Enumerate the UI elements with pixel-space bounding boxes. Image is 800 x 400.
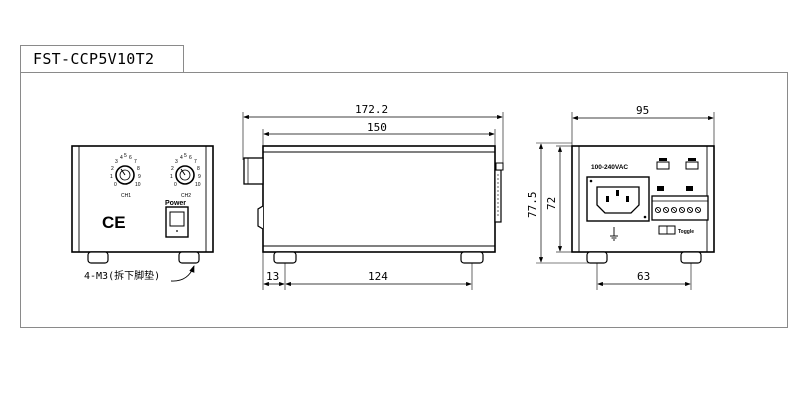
dim-label-foot-offset: 13	[266, 270, 279, 283]
dial-mark: 2	[111, 166, 114, 172]
dial-mark: 0	[174, 182, 177, 188]
dial-mark: 3	[175, 159, 178, 165]
foot	[680, 251, 702, 264]
voltage-label: 100-240VAC	[591, 164, 628, 171]
dial-mark: 8	[197, 166, 200, 172]
ground-icon	[610, 227, 618, 241]
dial-mark: 7	[194, 159, 197, 165]
dim-label-body-length: 150	[367, 121, 387, 134]
dim-label-foot-spacing: 124	[368, 270, 388, 283]
side-view: 172.2 150 13 124	[242, 103, 504, 290]
foot-callout: 4-M3(拆下脚垫)	[84, 269, 160, 282]
dial-mark: 6	[189, 155, 192, 161]
output-connector	[656, 161, 670, 170]
foot	[178, 251, 200, 264]
dial-mark: 4	[180, 155, 183, 161]
foot	[460, 251, 484, 264]
knob-ch2	[175, 165, 195, 185]
dial-mark: 1	[170, 174, 173, 180]
dial-mark: 7	[134, 159, 137, 165]
knob-ch1	[115, 165, 135, 185]
dial-mark: 0	[114, 182, 117, 188]
power-rocker	[169, 211, 185, 227]
dial-mark: 5	[184, 153, 187, 159]
side-body	[262, 145, 496, 253]
dial-mark: 10	[135, 182, 141, 188]
ce-mark: CE	[102, 213, 126, 232]
rear-terminal	[495, 162, 504, 171]
dial-mark: 5	[124, 153, 127, 159]
dim-label-height-overall: 77.5	[526, 192, 539, 219]
dim-label-overall-length: 172.2	[355, 103, 388, 116]
front-body	[71, 145, 214, 253]
drawing-frame	[20, 72, 788, 328]
terminal-block	[651, 186, 709, 221]
dial-mark: 9	[138, 174, 141, 180]
power-label: Power	[165, 200, 186, 207]
knob-label-ch1: CH1	[121, 193, 131, 199]
side-switch	[257, 205, 264, 230]
dial-mark: 9	[198, 174, 201, 180]
dial-marks-ch1: 0 1 2 3 4 5 6 7 8 9 10	[110, 153, 141, 188]
side-knob	[243, 157, 264, 185]
foot	[273, 251, 297, 264]
knob-label-ch2: CH2	[181, 193, 191, 199]
dim-label-rear-foot-spacing: 63	[637, 270, 650, 283]
dial-mark: 2	[171, 166, 174, 172]
model-title: FST-CCP5V10T2	[33, 50, 155, 68]
foot	[586, 251, 608, 264]
foot	[87, 251, 109, 264]
output-connector	[685, 161, 699, 170]
dim-label-width: 95	[636, 104, 649, 117]
dial-mark: 6	[129, 155, 132, 161]
ac-inlet	[586, 176, 650, 222]
dial-mark: 4	[120, 155, 123, 161]
dial-mark: 10	[195, 182, 201, 188]
front-view: 0 1 2 3 4 5 6 7 8 9 10 CH1 0 1 2 3 4 5 6	[71, 145, 214, 282]
callout-leader	[170, 265, 195, 282]
toggle-label: Toggle	[678, 229, 694, 235]
dial-mark: 1	[110, 174, 113, 180]
dial-marks-ch2: 0 1 2 3 4 5 6 7 8 9 10	[170, 153, 201, 188]
title-tab: FST-CCP5V10T2	[20, 45, 184, 73]
dial-mark: 3	[115, 159, 118, 165]
rear-view: 95 77.5 72 100-240VAC	[526, 104, 715, 290]
dim-label-height-body: 72	[545, 197, 558, 210]
dial-mark: 8	[137, 166, 140, 172]
